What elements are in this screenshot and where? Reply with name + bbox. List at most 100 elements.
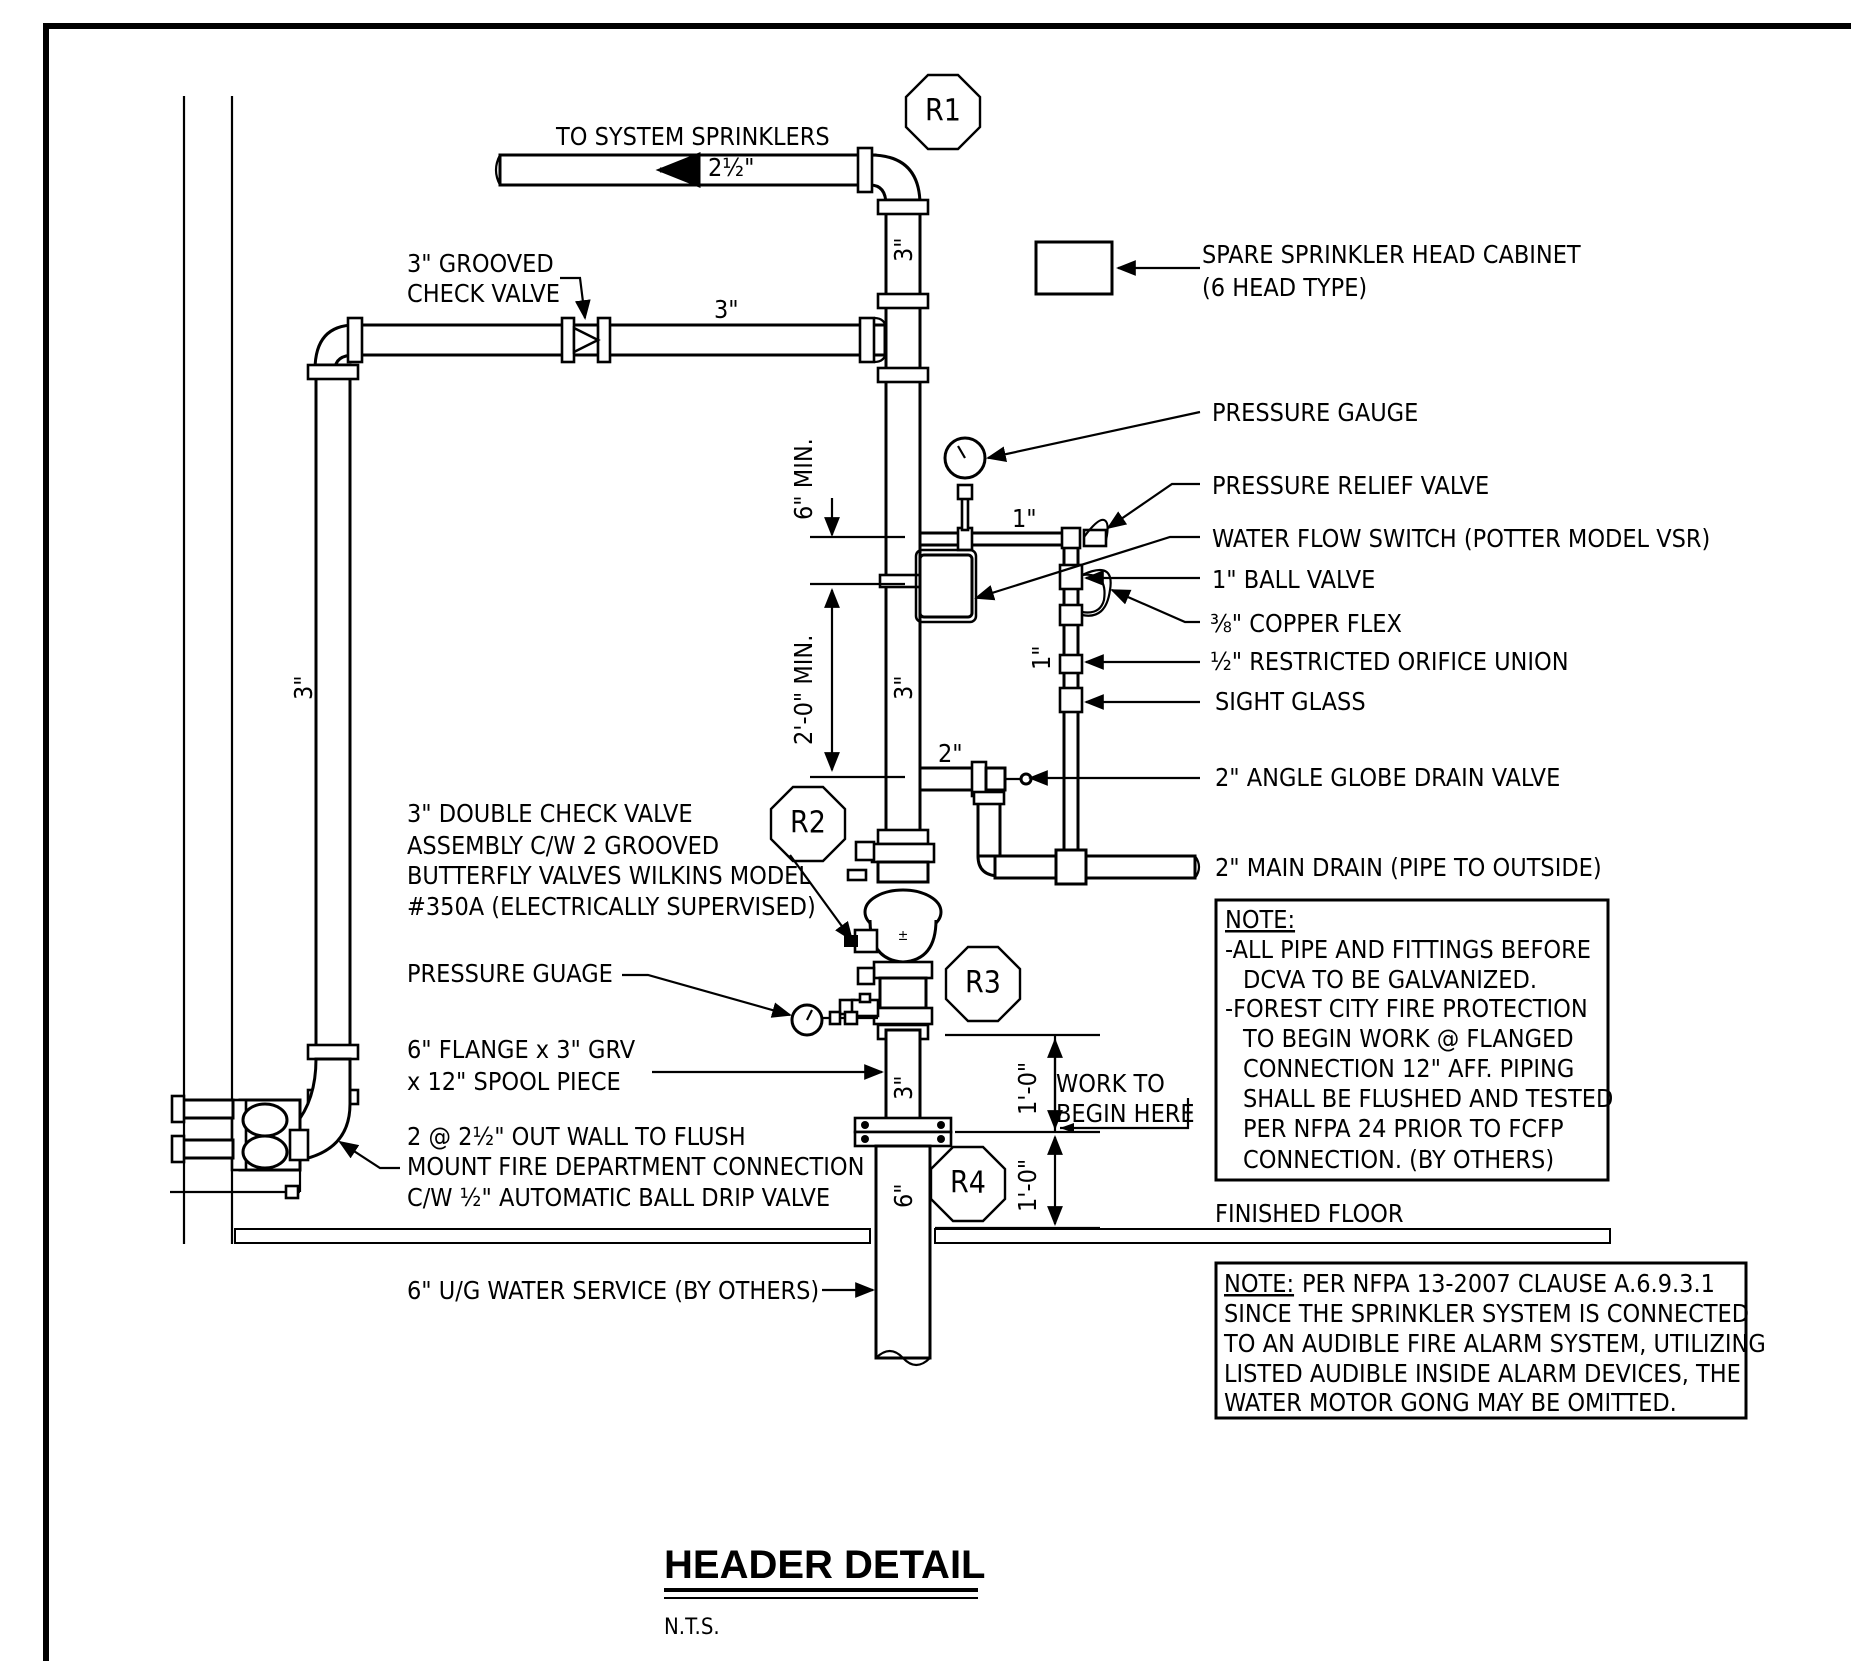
wall [182, 96, 234, 1244]
svg-text:TO BEGIN WORK @ FLANGED: TO BEGIN WORK @ FLANGED [1242, 1024, 1574, 1053]
double-check-valve-assembly: ± [838, 840, 943, 1026]
svg-text:2'-0" MIN.: 2'-0" MIN. [789, 635, 818, 745]
note-box-2: NOTE: PER NFPA 13-2007 CLAUSE A.6.9.3.1 … [1214, 1261, 1766, 1420]
svg-text:SINCE THE SPRINKLER SYSTEM IS: SINCE THE SPRINKLER SYSTEM IS CONNECTED [1224, 1299, 1749, 1328]
svg-text:PER NFPA 13-2007 CLAUSE A.6.9.: PER NFPA 13-2007 CLAUSE A.6.9.3.1 [1302, 1269, 1715, 1298]
check-valve-branch [306, 316, 888, 1106]
svg-text:BUTTERFLY VALVES WILKINS MODEL: BUTTERFLY VALVES WILKINS MODEL [407, 861, 811, 890]
label-pressure-guage: PRESSURE GUAGE [407, 959, 792, 1018]
size-drain-valve: 2" [938, 739, 963, 768]
butterfly-valve-handle-lower [844, 928, 879, 986]
svg-text:6" FLANGE x 3" GRV: 6" FLANGE x 3" GRV [407, 1035, 636, 1064]
label-drain-valve: 2" ANGLE GLOBE DRAIN VALVE [1028, 763, 1560, 792]
label-ball-valve: 1" BALL VALVE [1084, 565, 1375, 594]
size-gauge-line: 1" [1012, 504, 1037, 533]
svg-text:6" MIN.: 6" MIN. [789, 438, 818, 520]
tag-r1: R1 [904, 73, 982, 151]
trim-piping [918, 436, 1112, 865]
svg-text:SPARE SPRINKLER HEAD CABINET: SPARE SPRINKLER HEAD CABINET [1202, 240, 1581, 269]
label-fdc: 2 @ 2½" OUT WALL TO FLUSH MOUNT FIRE DEP… [338, 1122, 864, 1212]
sheet-border [43, 23, 1851, 1661]
svg-text:x 12" SPOOL PIECE: x 12" SPOOL PIECE [407, 1067, 621, 1096]
svg-text:1" BALL VALVE: 1" BALL VALVE [1212, 565, 1375, 594]
svg-text:1'-0": 1'-0" [1013, 1159, 1042, 1212]
size-riser-top: 3" [889, 237, 918, 262]
svg-text:PRESSURE GUAGE: PRESSURE GUAGE [407, 959, 613, 988]
svg-text:CHECK VALVE: CHECK VALVE [407, 279, 560, 308]
svg-text:C/W ½" AUTOMATIC BALL DRIP VAL: C/W ½" AUTOMATIC BALL DRIP VALVE [407, 1183, 830, 1212]
label-cabinet: SPARE SPRINKLER HEAD CABINET (6 HEAD TYP… [1116, 240, 1581, 302]
label-orifice-union: ½" RESTRICTED ORIFICE UNION [1084, 647, 1569, 676]
svg-text:PRESSURE GAUGE: PRESSURE GAUGE [1212, 398, 1418, 427]
label-water-service: 6" U/G WATER SERVICE (BY OTHERS) [407, 1276, 875, 1305]
svg-text:LISTED AUDIBLE INSIDE ALARM DE: LISTED AUDIBLE INSIDE ALARM DEVICES, THE [1224, 1359, 1741, 1388]
svg-text:PRESSURE RELIEF VALVE: PRESSURE RELIEF VALVE [1212, 471, 1489, 500]
drawing-scale: N.T.S. [664, 1615, 720, 1640]
svg-text:3" GROOVED: 3" GROOVED [407, 249, 554, 278]
svg-text:R4: R4 [950, 1166, 986, 1201]
size-riser-mid: 3" [889, 675, 918, 700]
label-work-begin: WORK TO BEGIN HERE [1056, 1069, 1195, 1128]
tag-r2: R2 [769, 785, 847, 863]
dimension-1ft-lower: 1'-0" [935, 1130, 1100, 1230]
label-main-drain: 2" MAIN DRAIN (PIPE TO OUTSIDE) [1215, 853, 1602, 882]
finished-floor-line [234, 1228, 1611, 1244]
size-drain-branch: 1" [1027, 645, 1056, 670]
svg-text:NOTE:: NOTE: [1225, 905, 1295, 934]
tag-r3: R3 [944, 945, 1022, 1023]
drawing-title-block: HEADER DETAIL N.T.S. [664, 1543, 985, 1640]
svg-text:1'-0": 1'-0" [1013, 1062, 1042, 1115]
label-finished-floor: FINISHED FLOOR [1215, 1199, 1404, 1228]
svg-text:-FOREST CITY FIRE PROTECTION: -FOREST CITY FIRE PROTECTION [1225, 994, 1588, 1023]
svg-text:2" ANGLE GLOBE DRAIN VALVE: 2" ANGLE GLOBE DRAIN VALVE [1215, 763, 1560, 792]
svg-text:6" U/G WATER SERVICE (BY OTHER: 6" U/G WATER SERVICE (BY OTHERS) [407, 1276, 819, 1305]
svg-text:TO AN AUDIBLE FIRE ALARM SYSTE: TO AN AUDIBLE FIRE ALARM SYSTEM, UTILIZI… [1223, 1329, 1766, 1358]
svg-text:SHALL BE FLUSHED AND TESTED: SHALL BE FLUSHED AND TESTED [1243, 1084, 1613, 1113]
svg-text:WATER FLOW SWITCH (POTTER MODE: WATER FLOW SWITCH (POTTER MODEL VSR) [1212, 524, 1710, 553]
pressure-gauge-lower [790, 1003, 878, 1037]
svg-text:±: ± [898, 928, 909, 944]
size-riser-lower: 3" [889, 1075, 918, 1100]
svg-text:R2: R2 [790, 806, 826, 841]
svg-text:CONNECTION. (BY OTHERS): CONNECTION. (BY OTHERS) [1243, 1145, 1554, 1174]
svg-text:½" RESTRICTED ORIFICE UNION: ½" RESTRICTED ORIFICE UNION [1210, 647, 1569, 676]
water-flow-switch [878, 548, 978, 624]
drain-piping [918, 760, 1201, 886]
label-spool: 6" FLANGE x 3" GRV x 12" SPOOL PIECE [407, 1035, 884, 1096]
svg-text:MOUNT FIRE DEPARTMENT CONNECTI: MOUNT FIRE DEPARTMENT CONNECTION [407, 1152, 864, 1181]
svg-text:-ALL PIPE AND FITTINGS BEFORE: -ALL PIPE AND FITTINGS BEFORE [1225, 935, 1591, 964]
label-check-valve: 3" GROOVED CHECK VALVE [407, 249, 591, 320]
drawing-title: HEADER DETAIL [664, 1543, 985, 1587]
size-horizontal: 3" [714, 295, 739, 324]
fire-department-connection [170, 1057, 352, 1200]
butterfly-valve-handle-upper [846, 840, 876, 882]
svg-text:⅜" COPPER FLEX: ⅜" COPPER FLEX [1210, 609, 1402, 638]
svg-text:R1: R1 [925, 94, 961, 129]
size-service: 6" [889, 1183, 918, 1208]
svg-text:WATER MOTOR GONG MAY BE OMITTE: WATER MOTOR GONG MAY BE OMITTED. [1224, 1388, 1677, 1417]
label-flow-switch: WATER FLOW SWITCH (POTTER MODEL VSR) [974, 524, 1710, 601]
svg-text:SIGHT GLASS: SIGHT GLASS [1215, 687, 1366, 716]
label-sight-glass: SIGHT GLASS [1084, 687, 1366, 716]
note-box-1: NOTE: -ALL PIPE AND FITTINGS BEFORE DCVA… [1214, 898, 1613, 1182]
dimension-6-min: 6" MIN. [789, 438, 905, 539]
size-left-vertical: 3" [289, 675, 318, 700]
dimension-2ft-min: 2'-0" MIN. [789, 582, 905, 779]
svg-text:ASSEMBLY C/W 2 GROOVED: ASSEMBLY C/W 2 GROOVED [407, 831, 719, 860]
label-pressure-gauge: PRESSURE GAUGE [986, 398, 1418, 462]
tag-r4: R4 [929, 1145, 1007, 1223]
svg-text:WORK TO: WORK TO [1056, 1069, 1165, 1098]
svg-text:(6 HEAD TYPE): (6 HEAD TYPE) [1202, 273, 1367, 302]
svg-text:3" DOUBLE CHECK VALVE: 3" DOUBLE CHECK VALVE [407, 799, 693, 828]
svg-text:NOTE:: NOTE: [1224, 1269, 1294, 1298]
size-supply: 2½" [708, 153, 754, 182]
test-cocks [838, 992, 880, 1018]
svg-text:DCVA TO BE GALVANIZED.: DCVA TO BE GALVANIZED. [1243, 965, 1537, 994]
main-riser [876, 198, 930, 1122]
label-to-system: TO SYSTEM SPRINKLERS [555, 122, 830, 151]
label-relief-valve: PRESSURE RELIEF VALVE [1106, 471, 1489, 530]
spare-sprinkler-cabinet-symbol [1034, 240, 1114, 296]
svg-text:CONNECTION 12" AFF. PIPING: CONNECTION 12" AFF. PIPING [1243, 1054, 1574, 1083]
svg-text:R3: R3 [965, 966, 1001, 1001]
